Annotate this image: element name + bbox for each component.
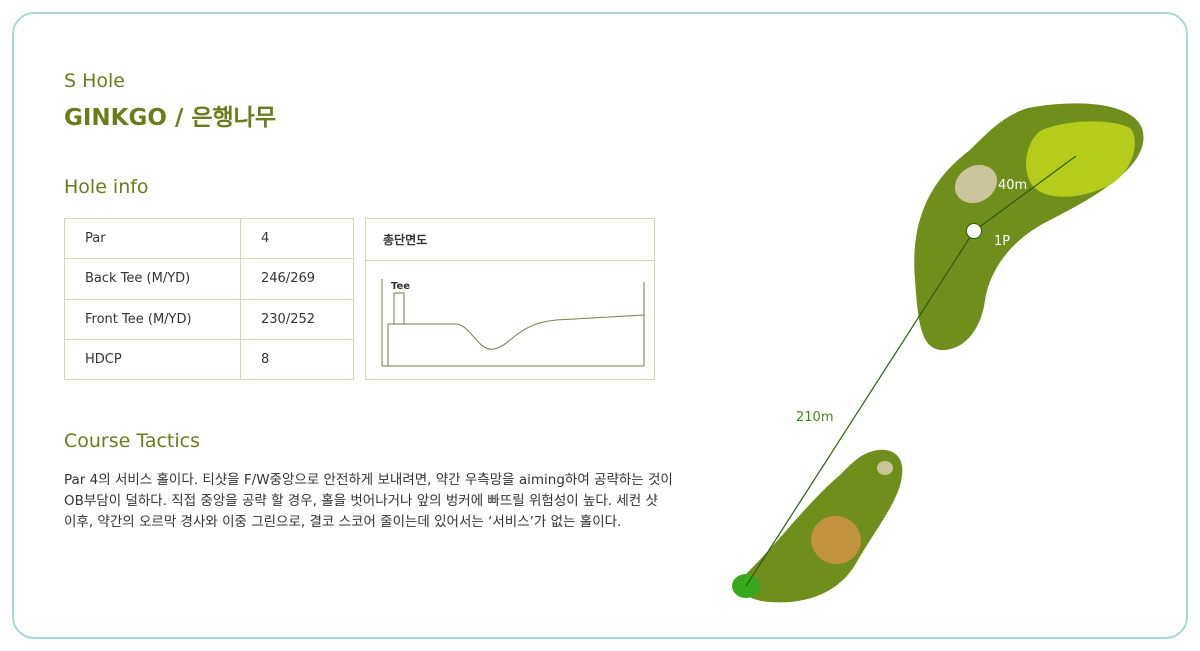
row-value: 8	[240, 338, 354, 381]
small-bunker	[877, 461, 893, 475]
course-tactics-text: Par 4의 서비스 홀이다. 티샷을 F/W중앙으로 안전하게 보내려면, 약…	[64, 472, 673, 530]
profile-title: 총단면도	[366, 219, 654, 261]
distance-green-label: 40m	[998, 178, 1027, 193]
green	[1026, 121, 1135, 197]
distance-total-label: 210m	[796, 410, 833, 425]
row-label: HDCP	[64, 338, 241, 381]
tee-label: Tee	[391, 281, 410, 292]
elevation-profile-graphic: Tee	[381, 279, 645, 367]
hole-title: GINKGO / 은행나무	[64, 105, 276, 131]
table-row: HDCP 8	[64, 338, 354, 381]
row-value: 246/269	[240, 258, 354, 300]
greenside-bunker	[954, 164, 998, 204]
table-row: Front Tee (M/YD) 230/252	[64, 298, 354, 340]
elevation-profile: 총단면도 Tee	[365, 218, 655, 380]
table-row: Back Tee (M/YD) 246/269	[64, 258, 354, 300]
row-label: Par	[64, 217, 241, 260]
pin-label: 1P	[994, 234, 1010, 249]
hole-info-table: Par 4 Back Tee (M/YD) 246/269 Front Tee …	[64, 217, 354, 381]
approach-line	[973, 155, 1077, 232]
shot-line	[745, 230, 975, 587]
table-row: Par 4	[64, 217, 354, 260]
row-label: Back Tee (M/YD)	[64, 258, 241, 300]
pin-marker	[966, 223, 982, 239]
row-value: 230/252	[240, 298, 354, 340]
row-value: 4	[240, 217, 354, 260]
course-tactics-heading: Course Tactics	[64, 430, 200, 452]
hole-info-heading: Hole info	[64, 176, 149, 198]
row-label: Front Tee (M/YD)	[64, 298, 241, 340]
hole-subtitle: S Hole	[64, 70, 125, 92]
fairway-bunker	[811, 515, 861, 565]
hole-map: 40m 1P 210m	[732, 103, 1144, 603]
